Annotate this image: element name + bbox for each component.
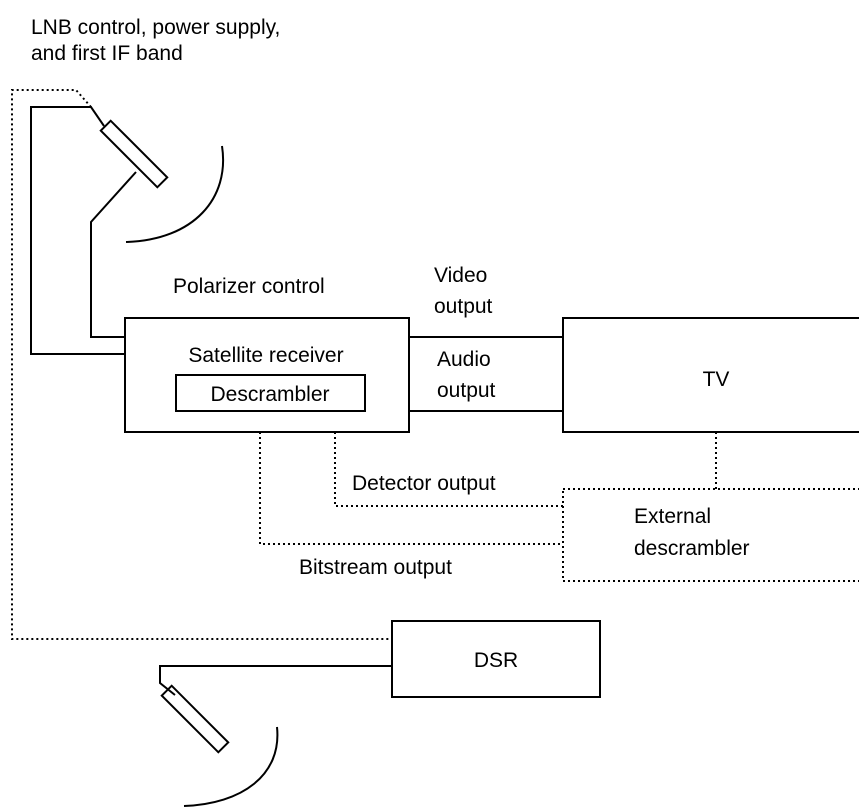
dsr-box (391, 620, 601, 698)
tv-label: TV (703, 368, 730, 391)
lnb-label-line2: and first IF band (31, 42, 183, 65)
bitstream-output-line (259, 432, 563, 545)
lnb-label-line1: LNB control, power supply, (31, 16, 280, 39)
audio-output-label-line2: output (437, 379, 496, 402)
external-descrambler-box (562, 488, 859, 582)
bottom-dish-lnb-feed (160, 684, 230, 754)
bitstream-output-label: Bitstream output (299, 556, 452, 579)
descrambler-box (175, 374, 366, 412)
detector-output-label: Detector output (352, 472, 496, 495)
tv-box (562, 317, 859, 433)
lnb-cable (30, 106, 125, 355)
external-descrambler-label-line2: descrambler (634, 537, 750, 560)
lnb-dotted-line-to-dsr (11, 89, 392, 640)
polarizer-cable (90, 171, 137, 338)
external-descrambler-label-line1: External (634, 505, 711, 528)
bottom-dish (160, 684, 279, 807)
top-dish (99, 119, 225, 243)
polarizer-control-label: Polarizer control (173, 275, 325, 298)
satellite-receiver-label: Satellite receiver (188, 344, 343, 367)
audio-output-label-line1: Audio (437, 348, 491, 371)
top-dish-reflector (125, 145, 225, 243)
dsr-cable (159, 665, 392, 696)
video-output-label-line1: Video (434, 264, 487, 287)
descrambler-label: Descrambler (210, 383, 329, 406)
top-dish-lnb-feed (99, 119, 169, 189)
bottom-dish-reflector (183, 726, 279, 807)
dsr-label: DSR (474, 649, 518, 672)
video-output-label-line2: output (434, 295, 493, 318)
detector-output-line (334, 432, 563, 507)
